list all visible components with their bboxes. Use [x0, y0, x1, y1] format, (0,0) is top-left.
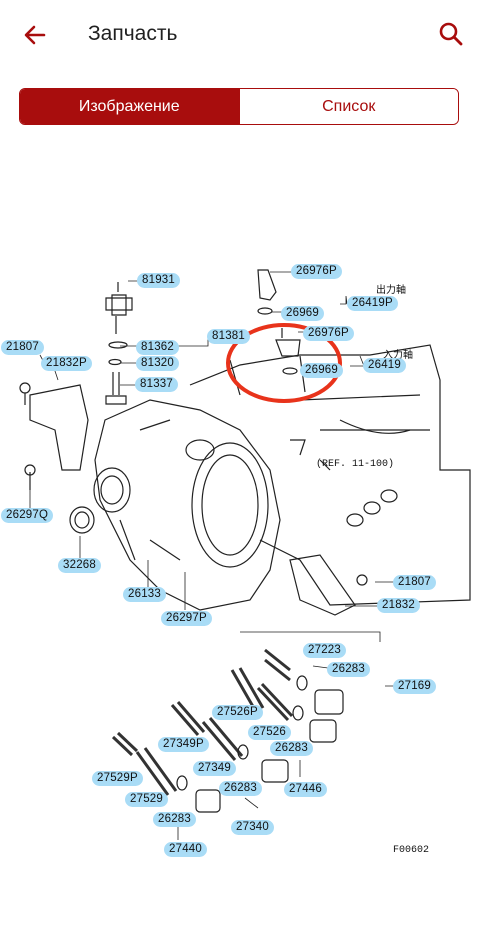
part-label[interactable]: 81381	[207, 329, 250, 344]
part-label[interactable]: 27169	[393, 679, 436, 694]
left-bracket	[29, 384, 89, 471]
part-label[interactable]: 26297P	[161, 611, 212, 626]
tab-image[interactable]: Изображение	[20, 89, 239, 124]
part-label[interactable]: 27223	[303, 643, 346, 658]
part-label[interactable]: 26133	[123, 587, 166, 602]
part-label[interactable]: 27340	[231, 820, 274, 835]
part-label[interactable]: 27349	[193, 761, 236, 776]
output-shaft-label: 出力軸	[376, 286, 406, 297]
part-label[interactable]: 81320	[136, 356, 179, 371]
app-bar: Запчасть	[0, 0, 480, 70]
part-label[interactable]: 26283	[327, 662, 370, 677]
arrow-left-icon[interactable]	[22, 22, 48, 48]
part-label[interactable]: 21832P	[41, 356, 92, 371]
view-tabs: Изображение Список	[19, 88, 459, 125]
part-label[interactable]: 26969	[300, 363, 343, 378]
part-label[interactable]: 26419P	[347, 296, 398, 311]
ref-label: (REF. 11-100)	[316, 459, 395, 470]
part-label[interactable]: 26283	[153, 812, 196, 827]
part-label[interactable]: 26976P	[291, 264, 342, 279]
input-shaft-label: 入力軸	[383, 351, 413, 362]
right-bracket	[289, 554, 356, 616]
part-label[interactable]: 26283	[219, 781, 262, 796]
part-label[interactable]: 26297Q	[1, 508, 54, 523]
part-label[interactable]: 26419	[363, 358, 406, 373]
part-label[interactable]: 26283	[270, 741, 313, 756]
part-label[interactable]: 81337	[135, 377, 178, 392]
part-label[interactable]: 27446	[284, 782, 327, 797]
part-label[interactable]: 27526P	[212, 705, 263, 720]
part-label[interactable]: 27349P	[158, 737, 209, 752]
engine-block	[189, 344, 471, 606]
part-label[interactable]: 32268	[58, 558, 101, 573]
part-label[interactable]: 21807	[1, 340, 44, 355]
page-title: Запчасть	[88, 22, 178, 45]
search-icon[interactable]	[438, 21, 464, 47]
part-label[interactable]: 21807	[393, 575, 436, 590]
red-highlight-circle	[226, 323, 342, 403]
part-label[interactable]: 26969	[281, 306, 324, 321]
part-label[interactable]: 27529P	[92, 771, 143, 786]
parts-diagram	[19, 269, 471, 840]
part-label[interactable]: 81931	[137, 273, 180, 288]
figure-code: F00602	[393, 845, 430, 856]
transmission-housing	[94, 399, 281, 611]
part-label[interactable]: 27526	[248, 725, 291, 740]
part-label[interactable]: 26976P	[303, 326, 354, 341]
part-label[interactable]: 81362	[136, 340, 179, 355]
part-label[interactable]: 21832	[377, 598, 420, 613]
part-label[interactable]: 27440	[164, 842, 207, 857]
part-label[interactable]: 27529	[125, 792, 168, 807]
tab-list[interactable]: Список	[238, 89, 458, 124]
